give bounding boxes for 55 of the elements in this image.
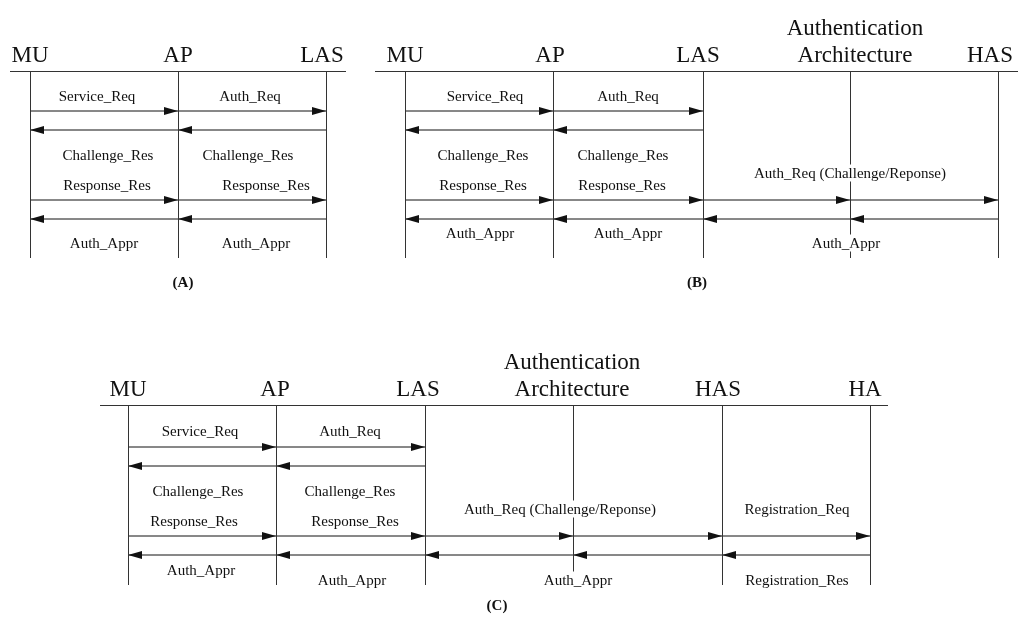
message-arrow xyxy=(572,551,723,559)
message-arrow xyxy=(849,196,999,204)
panel-label: (A) xyxy=(172,273,194,291)
message-arrow xyxy=(552,107,704,115)
participant-name: AP xyxy=(162,41,194,68)
message-arrow xyxy=(29,126,179,134)
message-arrow xyxy=(29,107,179,115)
participant-name: MU xyxy=(108,375,148,402)
message-arrow xyxy=(702,196,851,204)
message-arrow xyxy=(404,196,554,204)
message-arrow xyxy=(275,443,426,451)
participant-name: HAS xyxy=(694,375,742,402)
participant-name: MU xyxy=(10,41,50,68)
message-arrow xyxy=(702,215,851,223)
message-arrow xyxy=(29,196,179,204)
message-arrow xyxy=(721,551,871,559)
message-arrow xyxy=(275,532,426,540)
message-arrow xyxy=(552,196,704,204)
message-arrow xyxy=(177,126,327,134)
participant-name: LAS xyxy=(299,41,345,68)
message-arrow xyxy=(404,107,554,115)
participant-name: AP xyxy=(259,375,291,402)
message-arrow xyxy=(177,107,327,115)
participant-name: AP xyxy=(534,41,566,68)
message-arrow xyxy=(127,443,277,451)
panel-label: (B) xyxy=(687,273,707,291)
message-arrow xyxy=(552,126,704,134)
panel-label: (C) xyxy=(486,596,508,614)
message-arrow xyxy=(177,196,327,204)
message-arrow xyxy=(849,215,999,223)
message-arrow xyxy=(275,462,426,470)
message-arrow xyxy=(572,532,723,540)
message-label: Auth_Req (Challenge/Reponse) xyxy=(753,164,947,182)
message-arrow xyxy=(127,532,277,540)
participant-name: Authentication Architecture xyxy=(502,348,642,402)
participant-name: Authentication Architecture xyxy=(785,14,925,68)
message-arrow xyxy=(721,532,871,540)
message-arrow xyxy=(29,215,179,223)
message-label: Auth_Appr xyxy=(810,234,882,252)
message-arrow xyxy=(275,551,426,559)
message-label: Auth_Appr xyxy=(542,571,614,589)
participant-name: HAS xyxy=(966,41,1014,68)
message-arrow xyxy=(177,215,327,223)
message-arrow xyxy=(404,126,554,134)
participant-name: LAS xyxy=(675,41,721,68)
message-label: Auth_Req (Challenge/Reponse) xyxy=(463,500,657,518)
participant-name: HA xyxy=(847,375,883,402)
message-arrow xyxy=(404,215,554,223)
message-arrow xyxy=(127,551,277,559)
message-arrow xyxy=(552,215,704,223)
participant-name: LAS xyxy=(395,375,441,402)
participant-name: MU xyxy=(385,41,425,68)
message-arrow xyxy=(127,462,277,470)
message-arrow xyxy=(424,532,574,540)
message-arrow xyxy=(424,551,574,559)
